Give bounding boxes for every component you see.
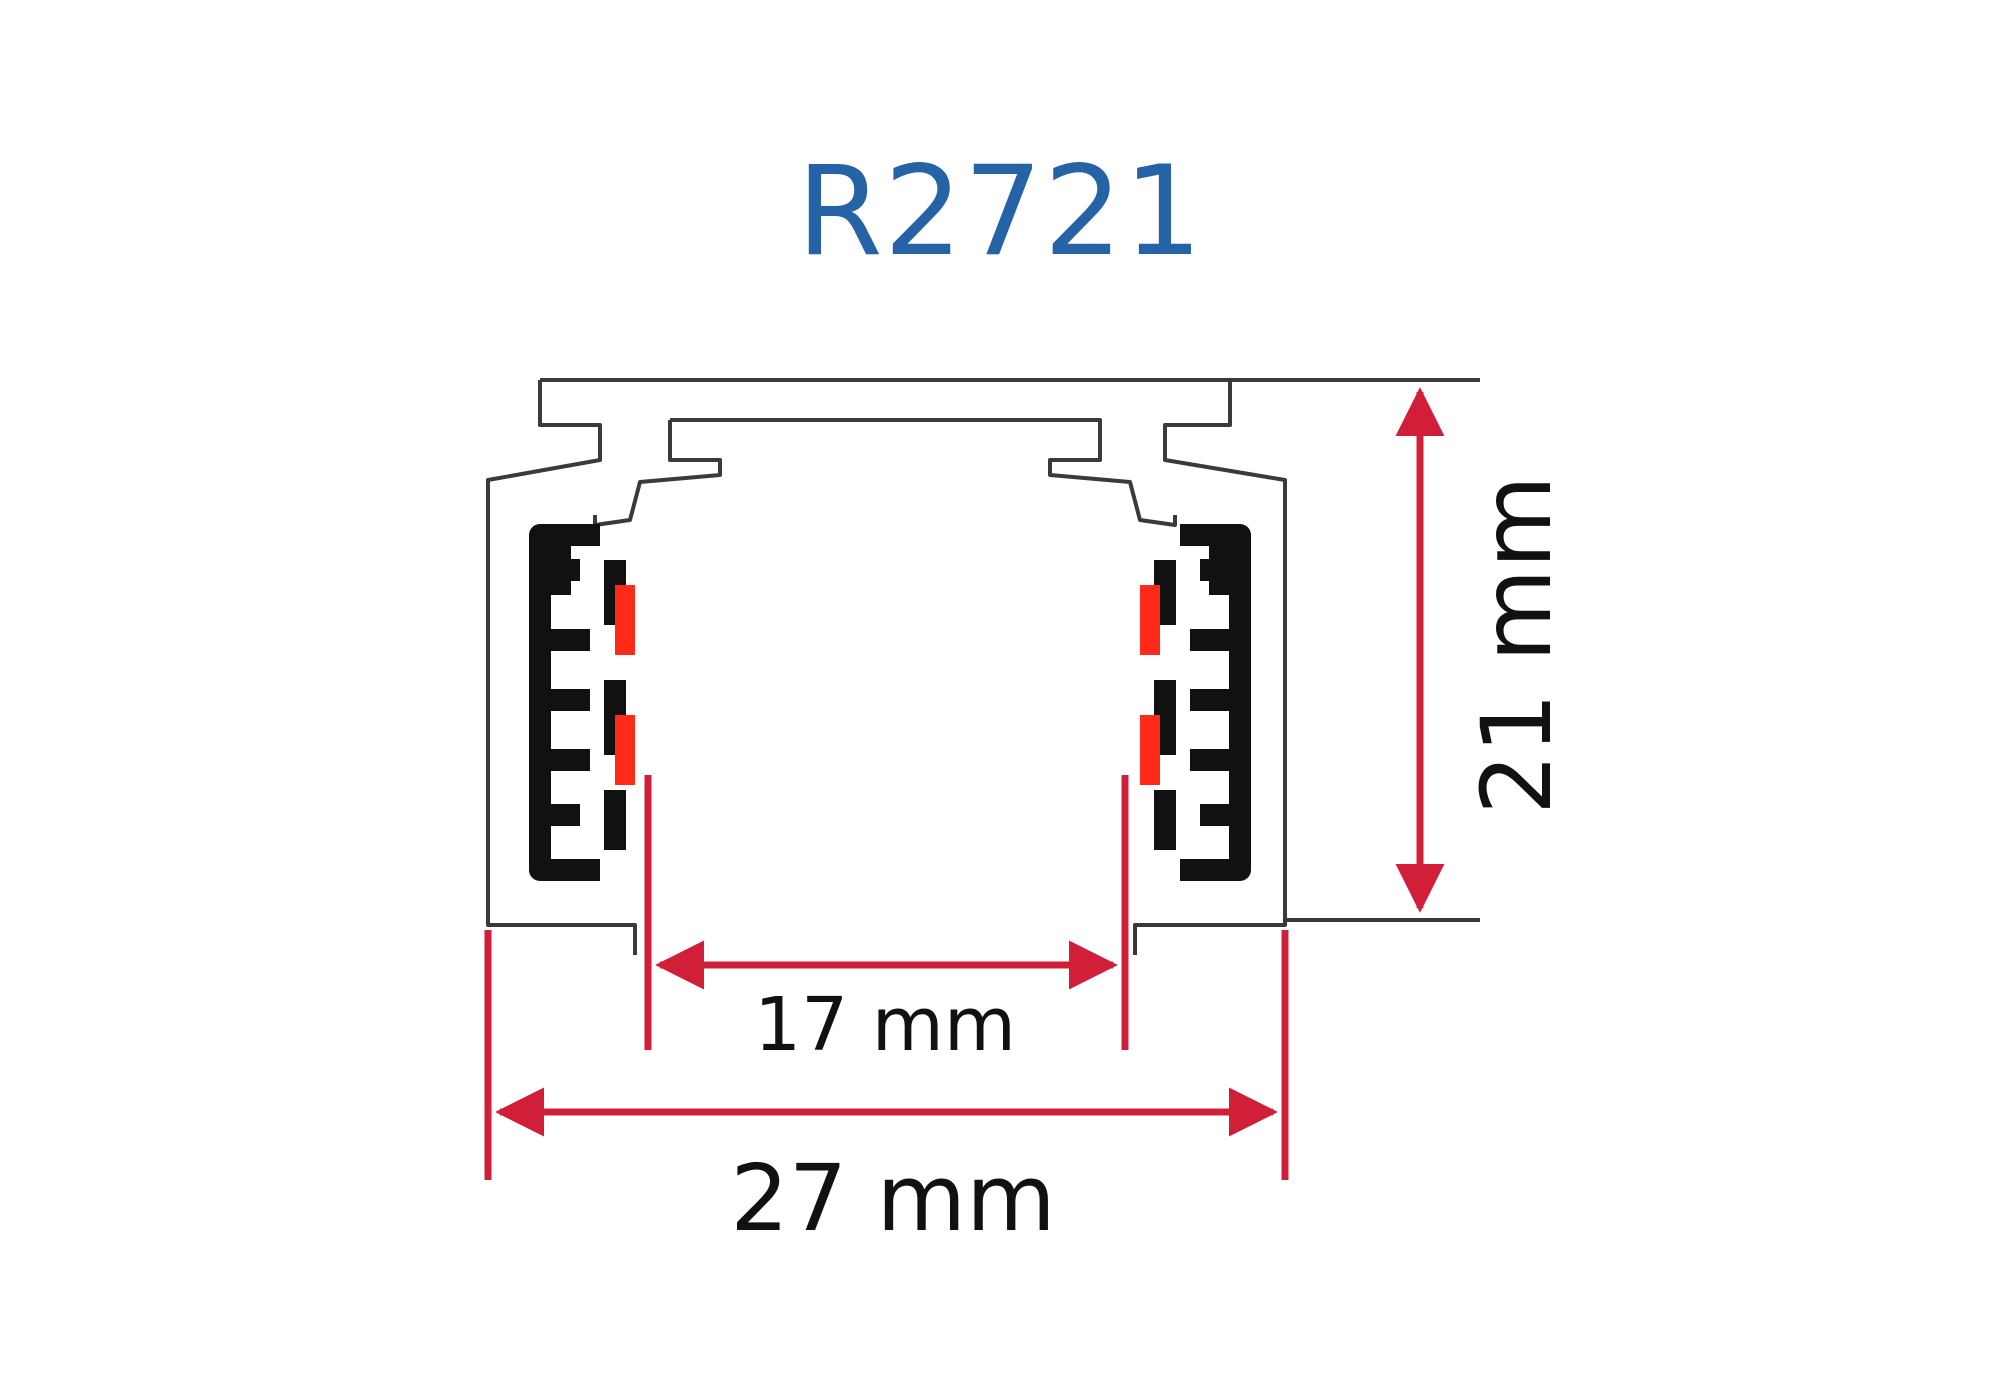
track-outline	[486, 378, 1480, 955]
height-dimension: 21 mm	[1395, 387, 1573, 913]
left-conductor-2	[615, 715, 635, 785]
left-conductor-1	[615, 585, 635, 655]
inner-width-dimension: 17 mm	[644, 775, 1129, 1068]
outer-width-dimension-label: 27 mm	[730, 1145, 1056, 1252]
left-insulator-body	[529, 524, 626, 881]
right-insulator-body	[1154, 524, 1251, 881]
height-dimension-label: 21 mm	[1461, 475, 1573, 815]
right-conductor-1	[1140, 585, 1160, 655]
left-insulator	[529, 524, 635, 881]
outer-width-dimension: 27 mm	[484, 930, 1289, 1252]
inner-width-dimension-label: 17 mm	[754, 982, 1016, 1068]
product-code-title: R2721	[796, 140, 1204, 284]
right-insulator	[1140, 524, 1251, 881]
right-conductor-2	[1140, 715, 1160, 785]
track-top-profile	[486, 378, 1480, 955]
